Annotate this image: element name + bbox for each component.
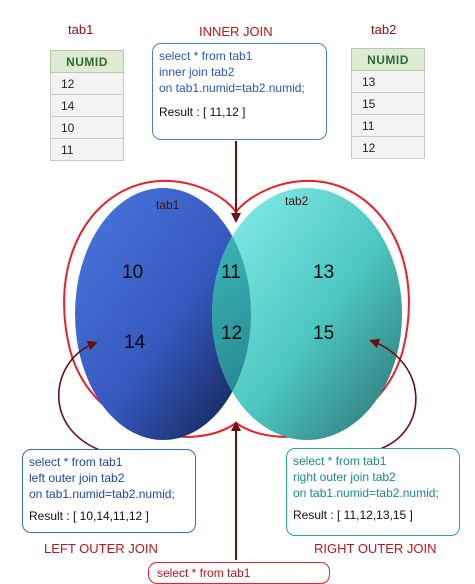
inner-result: Result : [ 11,12 ] xyxy=(159,105,246,119)
inner-query-line: select * from tab1 xyxy=(159,49,253,63)
intersection-value: 12 xyxy=(221,323,242,344)
inner-join-query-box: select * from tab1 inner join tab2 on ta… xyxy=(152,43,327,140)
tab2-header: NUMID xyxy=(351,48,425,71)
left-join-query-box: select * from tab1 left outer join tab2 … xyxy=(22,449,196,533)
tab1-table: NUMID 12 14 10 11 xyxy=(50,50,124,161)
full-query-line: select * from tab1 xyxy=(157,566,251,580)
table-row: 12 xyxy=(351,136,425,159)
right-value: 13 xyxy=(313,262,334,283)
tab2-title: tab2 xyxy=(371,22,397,37)
left-query-line: select * from tab1 xyxy=(29,455,123,469)
right-result: Result : [ 11,12,13,15 ] xyxy=(293,508,413,522)
left-query-line: on tab1.numid=tab2.numid; xyxy=(29,487,175,501)
right-join-arrow xyxy=(369,338,417,450)
right-join-query-box: select * from tab1 right outer join tab2… xyxy=(286,448,460,536)
intersection-value: 11 xyxy=(221,262,241,283)
tab1-cell: 10 xyxy=(50,116,124,139)
tab2-cell: 15 xyxy=(351,92,425,115)
full-join-query-box: select * from tab1 xyxy=(148,562,330,584)
table-row: 11 xyxy=(50,138,124,161)
right-outer-join-title: RIGHT OUTER JOIN xyxy=(314,541,437,556)
left-value: 14 xyxy=(124,332,146,353)
tab1-circle xyxy=(75,188,251,440)
right-query-line: select * from tab1 xyxy=(293,454,387,468)
left-outer-join-title: LEFT OUTER JOIN xyxy=(44,541,158,556)
left-value: 10 xyxy=(122,262,143,283)
tab2-cell: 12 xyxy=(351,136,425,159)
table-row: 10 xyxy=(50,116,124,139)
right-value: 15 xyxy=(313,323,334,344)
tab1-header: NUMID xyxy=(50,50,124,73)
venn-tab2-label: tab2 xyxy=(285,194,309,208)
tab2-cell: 11 xyxy=(351,114,425,137)
inner-query-line: on tab1.numid=tab2.numid; xyxy=(159,81,305,95)
table-row: 13 xyxy=(351,70,425,93)
inner-join-title: INNER JOIN xyxy=(199,24,273,39)
table-row: 15 xyxy=(351,92,425,115)
venn-tab1-label: tab1 xyxy=(156,198,180,212)
tab1-title: tab1 xyxy=(68,22,94,37)
table-row: 11 xyxy=(351,114,425,137)
tab2-cell: 13 xyxy=(351,70,425,93)
tab2-table: NUMID 13 15 11 12 xyxy=(351,48,425,159)
left-result: Result : [ 10,14,11,12 ] xyxy=(29,509,149,523)
inner-query-line: inner join tab2 xyxy=(159,65,235,79)
left-join-arrow xyxy=(57,340,106,453)
right-query-line: on tab1.numid=tab2.numid; xyxy=(293,486,439,500)
tab2-circle xyxy=(212,188,402,440)
tab1-cell: 11 xyxy=(50,138,124,161)
right-query-line: right outer join tab2 xyxy=(293,470,396,484)
left-query-line: left outer join tab2 xyxy=(29,471,125,485)
